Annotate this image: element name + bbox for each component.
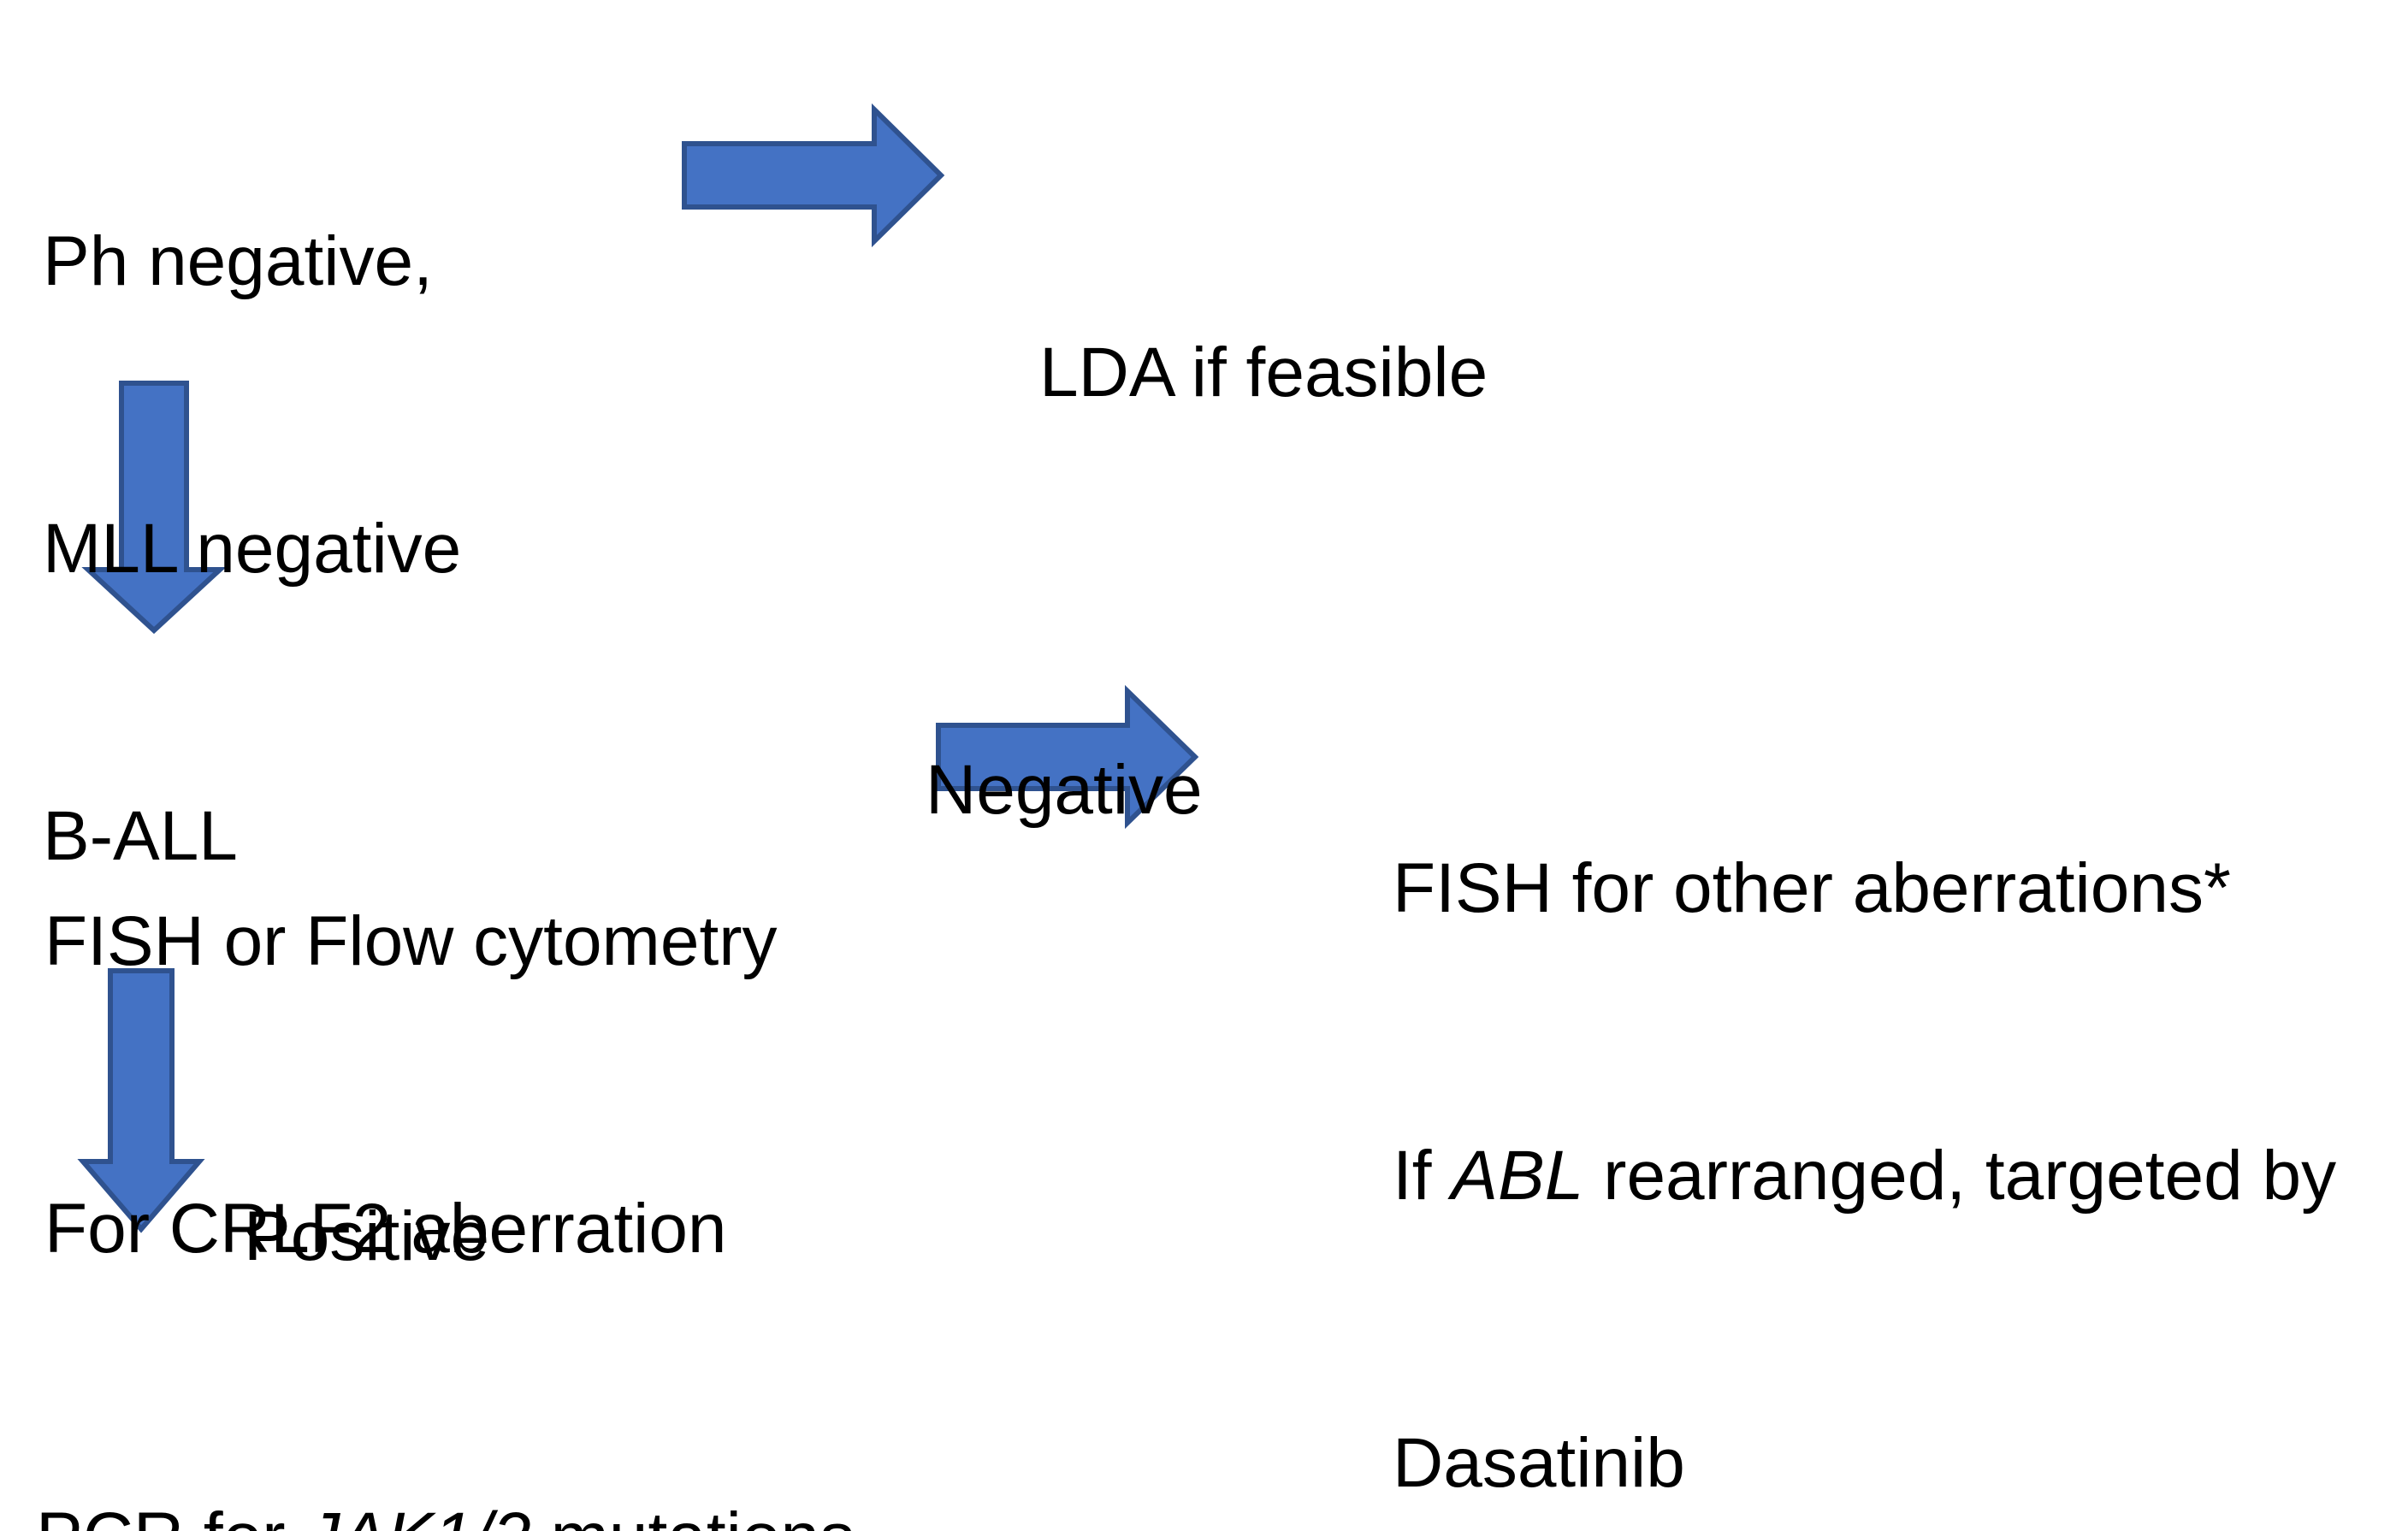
- node-line: Ph negative,: [43, 222, 433, 300]
- gene-jak12: JAK1/2: [305, 1498, 530, 1531]
- node-line: FISH for other aberrations*: [1393, 849, 2231, 927]
- gene-abl: ABL: [1451, 1137, 1584, 1215]
- arrow-right-negative-icon: [936, 684, 1199, 830]
- node-fish-other-aberrations: FISH for other aberrations* If ABL rearr…: [1393, 649, 2336, 1531]
- arrow-right-to-lda-icon: [682, 103, 945, 248]
- node-ph-mll-negative-ball: Ph negative, MLL negative B-ALL: [43, 22, 461, 1076]
- branch-label: Positive: [244, 1197, 490, 1275]
- node-line: Dasatinib: [1393, 1424, 1685, 1502]
- node-pcr-jak-mutations: PCR for JAK1/2 mutations (targeted by Ru…: [36, 1298, 855, 1531]
- node-line: LDA if feasible: [1039, 334, 1488, 411]
- branch-label: Negative: [926, 751, 1203, 829]
- node-line: MLL negative: [43, 510, 462, 588]
- arrow-down-positive-icon: [77, 968, 205, 1233]
- node-line: If ABL rearranged, targeted by: [1393, 1137, 2337, 1215]
- arrow-down-to-crlf2-icon: [81, 381, 227, 635]
- node-line: For CRLF2 aberration: [44, 1190, 727, 1268]
- node-line: FISH or Flow cytometry: [44, 902, 778, 980]
- node-lda-if-feasible: LDA if feasible: [1039, 133, 1488, 612]
- node-fish-flow-crlf2: FISH or Flow cytometry For CRLF2 aberrat…: [44, 702, 778, 1469]
- label-positive-branch: Positive: [244, 997, 489, 1476]
- label-negative-branch: Negative: [926, 551, 1203, 1030]
- node-line: B-ALL: [43, 797, 238, 875]
- node-line: PCR for JAK1/2 mutations: [36, 1490, 855, 1531]
